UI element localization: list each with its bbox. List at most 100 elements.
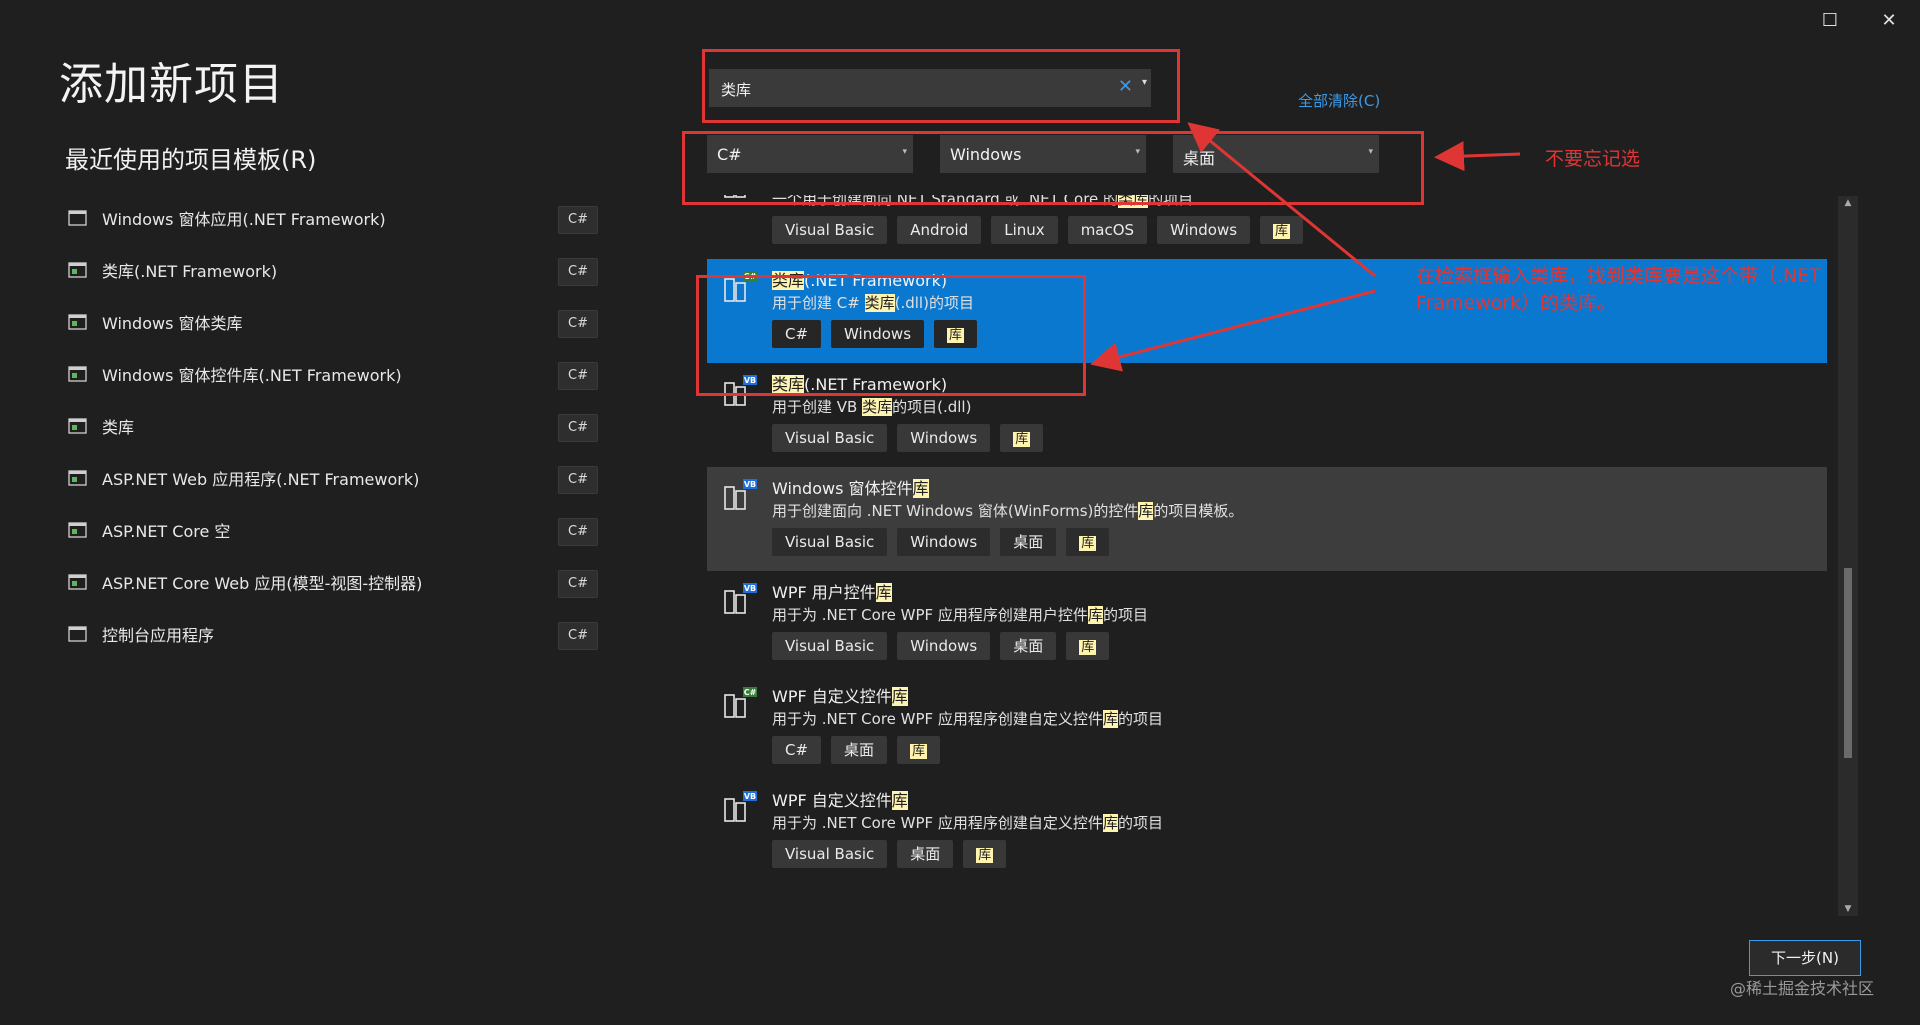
recent-template-item[interactable]: 类库 C#: [68, 400, 598, 452]
template-tag: 库: [1260, 216, 1304, 244]
platform-filter[interactable]: Windows ▾: [940, 135, 1146, 173]
class-library-icon: [68, 417, 88, 435]
search-match-highlight: 库: [1102, 710, 1118, 728]
search-match-highlight: 库: [910, 744, 928, 759]
language-badge: C#: [558, 518, 598, 546]
scroll-up-icon[interactable]: ▲: [1844, 198, 1852, 208]
template-title: WPF 自定义控件库: [772, 787, 908, 811]
close-icon[interactable]: ✕: [1881, 10, 1897, 31]
template-description: 用于为 .NET Core WPF 应用程序创建自定义控件库的项目: [772, 812, 1163, 833]
chevron-down-icon: ▾: [902, 147, 907, 157]
recent-template-item[interactable]: Windows 窗体控件库(.NET Framework)C#: [68, 348, 598, 400]
template-title-text: WPF 用户控件: [772, 583, 876, 602]
scrollbar-thumb[interactable]: [1844, 568, 1852, 758]
results-scrollbar[interactable]: ▲ ▼: [1838, 196, 1858, 916]
svg-text:VB: VB: [744, 480, 756, 489]
template-description-text: 用于为 .NET Core WPF 应用程序创建用户控件: [772, 606, 1088, 624]
template-description: 用于创建 C# 类库(.dll)的项目: [772, 292, 974, 313]
template-tag: Windows: [897, 632, 991, 660]
search-match-highlight: 类库: [864, 294, 895, 312]
language-badge: C#: [558, 206, 598, 234]
template-tag: Windows: [831, 320, 925, 348]
template-description: 用于创建 VB 类库的项目(.dll): [772, 396, 971, 417]
recent-template-item[interactable]: 控制台应用程序 C#: [68, 608, 598, 660]
search-match-highlight: 库: [1138, 502, 1154, 520]
scroll-down-icon[interactable]: ▼: [1844, 904, 1852, 914]
svg-text:VB: VB: [744, 792, 756, 801]
recent-template-label: 类库: [102, 418, 135, 437]
template-tag: C#: [772, 320, 822, 348]
winforms-control-library-icon: [68, 365, 88, 383]
search-highlight-box: [702, 49, 1180, 123]
language-filter[interactable]: C# ▾: [707, 135, 913, 173]
template-tag: 库: [963, 840, 1007, 868]
template-description-text: 用于创建 VB: [772, 398, 863, 416]
language-badge: C#: [558, 258, 598, 286]
search-match-highlight: 库: [1102, 814, 1118, 832]
template-title: WPF 自定义控件库: [772, 683, 908, 707]
recent-template-label: Windows 窗体控件库(.NET Framework): [102, 366, 402, 385]
maximize-icon[interactable]: ☐: [1821, 10, 1839, 31]
template-title-text: (.NET Framework): [804, 375, 948, 394]
svg-text:VB: VB: [744, 584, 756, 593]
recent-template-label: ASP.NET Core 空: [102, 522, 231, 541]
language-badge: C#: [558, 622, 598, 650]
template-title: Windows 窗体控件库: [772, 475, 929, 499]
search-input[interactable]: 类库 ✕ ▾: [709, 69, 1151, 107]
template-description-text: 的项目: [1102, 606, 1148, 624]
aspnet-core-mvc-icon: [68, 573, 88, 591]
search-match-highlight: 库: [891, 687, 908, 706]
filters-highlight-box: [682, 131, 1424, 205]
recent-template-item[interactable]: ASP.NET Core Web 应用(模型-视图-控制器)C#: [68, 556, 598, 608]
recent-template-label: 类库(.NET Framework): [102, 262, 278, 281]
template-title-text: WPF 自定义控件: [772, 791, 892, 810]
template-tag: 库: [1066, 632, 1110, 660]
search-history-dropdown-icon[interactable]: ▾: [1141, 77, 1147, 88]
language-badge: C#: [558, 414, 598, 442]
search-match-highlight: 库: [875, 583, 892, 602]
search-match-highlight: 类库: [862, 398, 893, 416]
template-title-text: WPF 自定义控件: [772, 687, 892, 706]
recent-template-item[interactable]: Windows 窗体应用(.NET Framework)C#: [68, 192, 598, 244]
aspnet-web-icon: [68, 469, 88, 487]
clear-search-icon[interactable]: ✕: [1117, 76, 1133, 97]
recent-template-item[interactable]: ASP.NET Web 应用程序(.NET Framework) C#: [68, 452, 598, 504]
template-result-item[interactable]: C#WPF 自定义控件库用于为 .NET Core WPF 应用程序创建自定义控…: [707, 675, 1827, 779]
template-tag: macOS: [1067, 216, 1148, 244]
arrow-to-filters: [1434, 141, 1521, 172]
recent-template-label: ASP.NET Web 应用程序(.NET Framework): [102, 470, 420, 489]
template-description-text: 用于创建 C#: [772, 294, 865, 312]
template-tag: 桌面: [1000, 528, 1057, 556]
recent-template-item[interactable]: ASP.NET Core 空 C#: [68, 504, 598, 556]
template-tag: 库: [897, 736, 941, 764]
next-button[interactable]: 下一步(N): [1749, 940, 1861, 976]
language-badge: C#: [558, 466, 598, 494]
template-tag: 库: [934, 320, 978, 348]
recent-template-item[interactable]: 类库(.NET Framework) C#: [68, 244, 598, 296]
template-description-text: 的项目: [1117, 710, 1163, 728]
clear-all-link[interactable]: 全部清除(C): [1298, 92, 1381, 110]
template-tag: Windows: [897, 528, 991, 556]
template-title: WPF 用户控件库: [772, 579, 892, 603]
language-badge: C#: [558, 310, 598, 338]
template-tag: 桌面: [897, 840, 954, 868]
class-library-icon: [68, 261, 88, 279]
aspnet-core-empty-icon: [68, 521, 88, 539]
template-tag: Windows: [897, 424, 991, 452]
language-badge: C#: [558, 570, 598, 598]
template-tags: C# Windows 库: [772, 320, 978, 348]
template-tag: Visual Basic: [772, 424, 888, 452]
recent-template-label: 控制台应用程序: [102, 626, 215, 645]
template-description-text: 的项目: [1117, 814, 1163, 832]
search-match-highlight: 库: [912, 479, 929, 498]
template-description-text: (.dll)的项目: [894, 294, 974, 312]
template-tag: Android: [897, 216, 982, 244]
